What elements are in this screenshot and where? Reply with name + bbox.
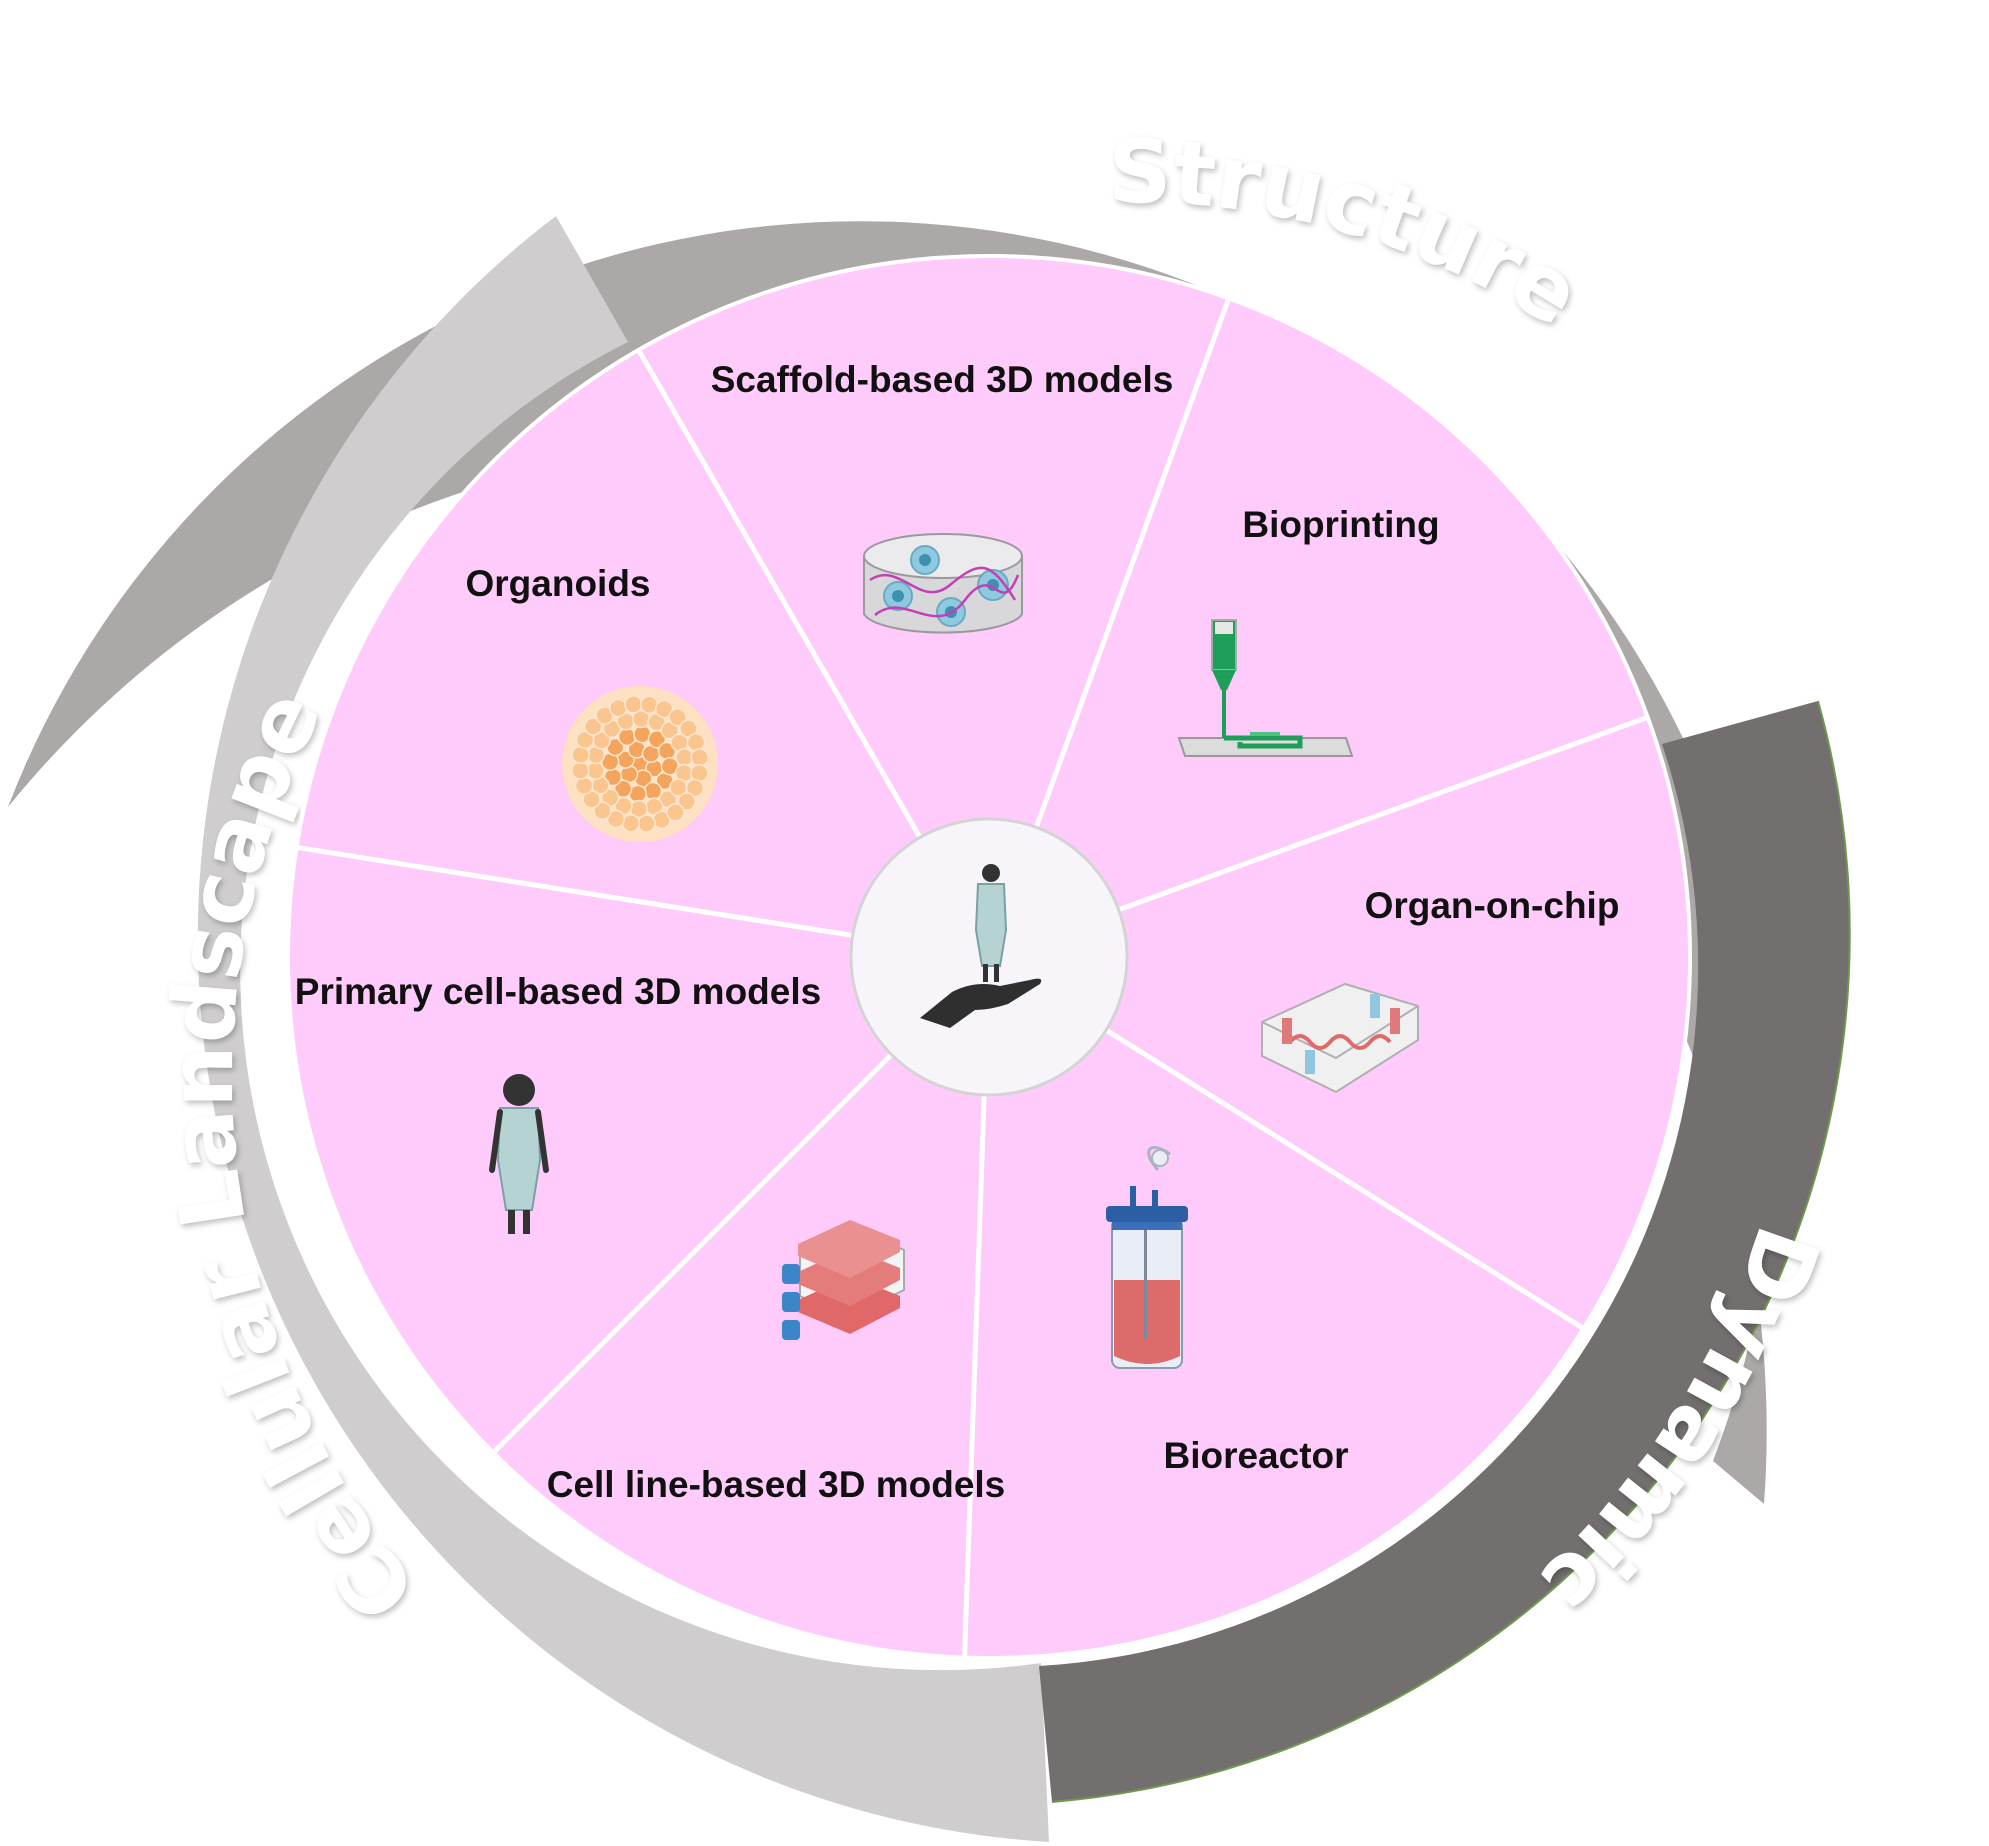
organoid-cell xyxy=(617,727,637,747)
microfluidic-chip-icon xyxy=(1261,982,1419,1094)
segment-divider xyxy=(636,348,923,839)
organoid-cell xyxy=(666,803,685,822)
ring-dynamics-edge xyxy=(1051,700,1851,1803)
ring-cellular-landscape xyxy=(197,216,1049,1842)
segment-label-cell-line: Cell line-based 3D models xyxy=(547,1464,1006,1505)
segment-divider xyxy=(1033,297,1232,829)
organoid-cell xyxy=(686,733,706,752)
organoid-cell xyxy=(685,778,705,798)
bioreactor-vessel-icon xyxy=(1106,1145,1188,1369)
organoid-cell xyxy=(583,717,603,736)
bioprinter-nozzle-icon xyxy=(1177,619,1354,757)
segment-label-scaffold: Scaffold-based 3D models xyxy=(711,359,1174,400)
segment-divider xyxy=(962,1094,987,1658)
ring-dynamics xyxy=(1039,701,1850,1802)
segment-divider xyxy=(1117,714,1649,913)
segment-label-primary-cell: Primary cell-based 3D models xyxy=(295,971,821,1012)
segment-label-bioprinting: Bioprinting xyxy=(1242,504,1439,545)
culture-flasks-icon xyxy=(782,1220,905,1340)
organoid-cell xyxy=(690,748,709,767)
segment-divider xyxy=(296,844,854,938)
organoid-cell xyxy=(654,699,674,719)
segment-label-bioreactor: Bioreactor xyxy=(1163,1435,1348,1476)
organoid-cell xyxy=(677,792,697,811)
organoid-cell xyxy=(609,698,628,718)
organoid-cell xyxy=(575,730,595,750)
organoid-cluster-icon xyxy=(562,686,718,842)
segment-divider xyxy=(491,1052,894,1455)
organoid-cell xyxy=(643,781,663,801)
segment-label-organ-on-chip: Organ-on-chip xyxy=(1365,885,1620,926)
organoid-cell xyxy=(624,695,643,714)
organoid-cell xyxy=(668,707,687,727)
organoid-cell xyxy=(571,761,590,780)
patient-icon xyxy=(489,1074,549,1234)
segment-label-organoids: Organoids xyxy=(465,563,650,604)
organoid-cell xyxy=(606,809,626,829)
organoid-cell xyxy=(574,776,594,795)
patient-in-hand-icon xyxy=(920,864,1042,1028)
segment-dividers xyxy=(296,297,1649,1658)
organoid-cell xyxy=(593,801,612,821)
segment-labels: Scaffold-based 3D models Bioprinting Org… xyxy=(295,359,1620,1505)
scaffold-hydrogel-icon xyxy=(863,533,1023,634)
organoid-cell xyxy=(637,814,656,833)
segment-divider xyxy=(1104,1028,1585,1331)
